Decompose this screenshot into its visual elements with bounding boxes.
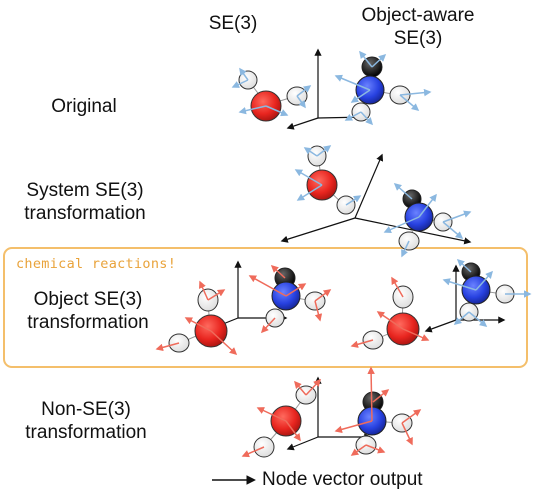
ammonia-vectors-object-left [248, 264, 332, 334]
water-vectors-system [294, 145, 362, 206]
water-molecule-object-right [362, 285, 420, 350]
chemical-reactions-note: chemical reactions! [16, 256, 177, 272]
legend-label: Node vector output [262, 469, 423, 490]
column-header-se3: SE(3) [208, 13, 258, 34]
water-vectors-object-right [350, 276, 430, 348]
water-vectors-object-left [155, 280, 238, 356]
column-header-object-aware-se3: Object-aware SE(3) [348, 4, 488, 50]
row-label-object-se3: Object SE(3) transformation [27, 289, 149, 333]
water-vectors-original [231, 67, 312, 117]
row-label-non-se3: Non-SE(3) transformation [25, 399, 147, 443]
ammonia-vectors-system [383, 183, 472, 258]
chemical-reactions-highlight-box [3, 247, 528, 368]
ammonia-molecule-system [398, 189, 453, 251]
water-molecule-object-left [168, 288, 228, 353]
row-label-system-se3: System SE(3) transformation [24, 180, 146, 224]
water-molecule-non [253, 385, 317, 458]
row-label-original: Original [51, 96, 117, 117]
ammonia-vectors-original [334, 50, 432, 126]
ammonia-molecule-original [351, 56, 411, 122]
ammonia-vectors-object-right [442, 258, 532, 327]
ammonia-vectors-non [334, 366, 422, 456]
water-vectors-non [241, 378, 322, 458]
column-header-object-aware-text: Object-aware SE(3) [361, 5, 475, 49]
water-molecule-original [238, 70, 308, 122]
